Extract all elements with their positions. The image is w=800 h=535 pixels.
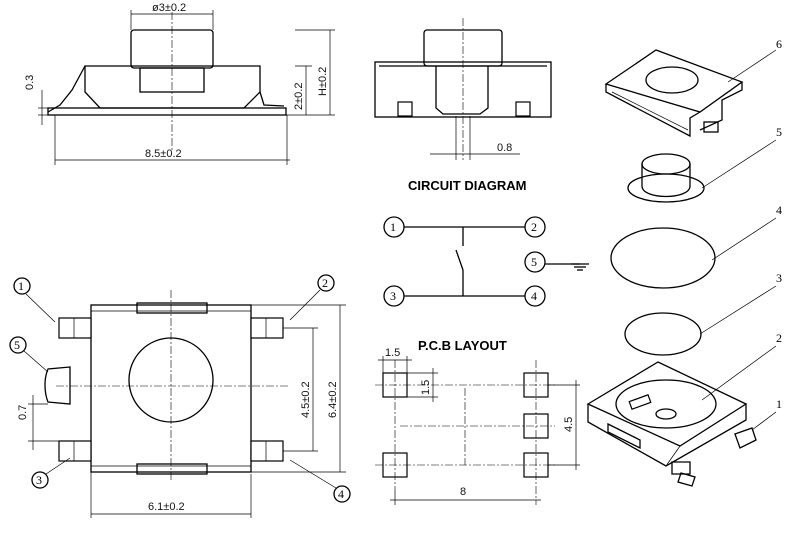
dim-pad-h: 1.5 — [420, 380, 432, 395]
part-2-number: 2 — [776, 331, 782, 345]
top-tab-bottom — [136, 463, 208, 475]
dim-total-height: H±0.2 — [317, 67, 329, 96]
front-view: 0.8 — [374, 18, 552, 160]
part-6-number: 6 — [776, 37, 782, 51]
circuit-pin-5-label: 5 — [531, 255, 537, 269]
part-1-number: 1 — [776, 397, 782, 411]
circuit-pin-5 — [524, 251, 546, 273]
top-callout-5-label: 5 — [14, 338, 20, 352]
part-6-hole — [645, 66, 699, 94]
part-4-dome — [610, 227, 716, 289]
part-5-number: 5 — [776, 125, 782, 139]
dim-pad-vertical: 4.5 — [563, 417, 575, 432]
circuit-diagram: CIRCUIT DIAGRAM 1 2 3 4 5 — [383, 178, 589, 307]
side-cap — [130, 29, 214, 69]
top-callout-2-label: 2 — [322, 276, 328, 290]
front-stem — [435, 66, 489, 115]
dim-pin-width: 0.8 — [497, 142, 512, 154]
top-pad-2 — [250, 317, 284, 339]
top-callout-3-label: 3 — [36, 473, 42, 487]
circuit-pin-1-label: 1 — [390, 220, 396, 234]
part-5-plunger — [641, 153, 691, 175]
top-callout-1-label: 1 — [18, 279, 24, 293]
dim-overall-length: 8.5±0.2 — [145, 148, 182, 160]
side-base-plate — [47, 107, 287, 116]
top-callout-5 — [9, 336, 27, 354]
side-lead-left — [47, 65, 86, 113]
part-3-number: 3 — [776, 271, 782, 285]
part-2-well — [615, 379, 717, 429]
side-view: ø3±0.2 2±0.2 H±0.2 0.3 8.5±0.2 — [24, 2, 335, 165]
pcb-heading: P.C.B LAYOUT — [418, 338, 507, 353]
top-pad-3 — [58, 440, 92, 462]
exploded-view: 6 5 4 3 2 1 — [586, 37, 782, 487]
top-tab-top — [136, 302, 208, 314]
top-post-5 — [44, 366, 71, 405]
top-callout-4 — [333, 485, 351, 503]
dim-cap-diameter: ø3±0.2 — [152, 2, 186, 14]
circuit-switch-blade — [455, 249, 464, 271]
top-view: 1 2 5 3 4 4.5±0.2 6.4±0.2 6.1±0.2 0.7 — [9, 274, 351, 518]
part-6-leg — [703, 121, 719, 133]
side-body — [84, 65, 261, 109]
top-callout-4-label: 4 — [338, 487, 344, 501]
dim-body-height: 2±0.2 — [293, 83, 305, 110]
part-1-terminal — [734, 427, 757, 449]
dim-post-width: 0.7 — [17, 405, 29, 420]
top-callout-1 — [13, 277, 31, 295]
top-callout-2 — [317, 274, 335, 292]
dim-lead-thickness: 0.3 — [24, 75, 36, 90]
front-pin-left — [397, 101, 413, 117]
part-5-flange — [627, 173, 705, 203]
pcb-layout: P.C.B LAYOUT 1.5 1.5 4.5 8 — [375, 338, 580, 505]
dim-pad-horizontal: 8 — [460, 486, 466, 498]
front-pin-right — [515, 101, 531, 117]
circuit-pin-2-label: 2 — [531, 220, 537, 234]
dim-pad-w: 1.5 — [385, 347, 400, 359]
dim-body-width: 6.1±0.2 — [148, 501, 185, 513]
top-pad-1 — [58, 317, 92, 339]
part-4-number: 4 — [776, 203, 782, 217]
side-lead-right — [259, 91, 285, 107]
dim-pad-pitch: 4.5±0.2 — [300, 381, 312, 418]
circuit-pin-3-label: 3 — [390, 289, 396, 303]
top-pad-4 — [250, 440, 284, 462]
part-3-disc — [624, 312, 702, 356]
circuit-heading: CIRCUIT DIAGRAM — [408, 178, 526, 193]
dim-overall-width: 6.4±0.2 — [327, 381, 339, 418]
circuit-pin-4-label: 4 — [531, 289, 537, 303]
top-callout-3 — [31, 471, 49, 489]
